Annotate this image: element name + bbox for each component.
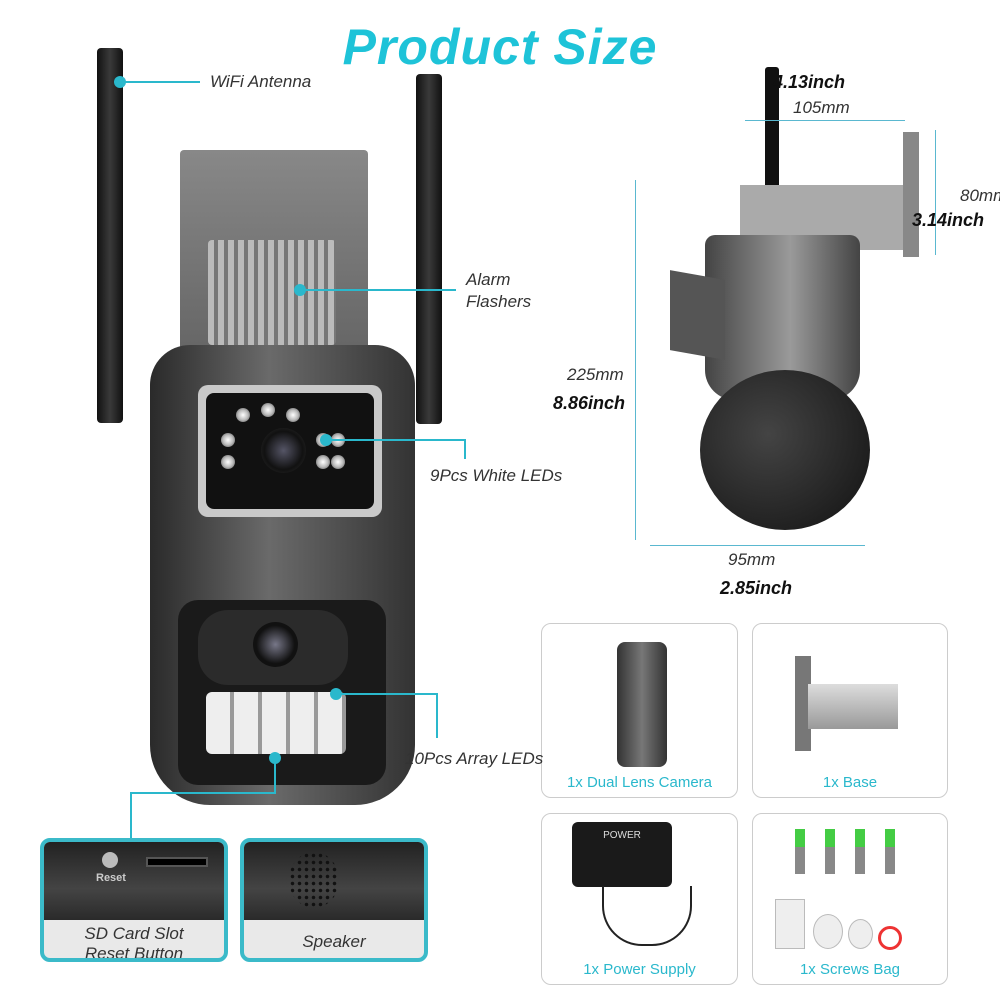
reset-text: Reset	[96, 872, 126, 884]
dim-height-inch: 8.86inch	[553, 393, 626, 413]
power-adapter-label: POWER	[572, 822, 672, 887]
callout-wifi-antenna: WiFi Antenna	[210, 72, 312, 91]
callout-alarm-line1: Alarm	[466, 270, 511, 289]
dim-mount-inch: 3.14inch	[912, 210, 985, 230]
array-leds	[206, 692, 346, 754]
accessory-power-supply: POWER 1x Power Supply	[541, 813, 738, 985]
dim-width-inch: 4.13inch	[773, 72, 846, 92]
antenna-right	[416, 74, 442, 424]
antenna-left	[97, 48, 123, 423]
speaker-feature: Speaker	[240, 838, 428, 962]
upper-lens-module	[198, 385, 382, 517]
dim-depth-mm: 95mm	[728, 550, 776, 569]
accessory-label: 1x Dual Lens Camera	[566, 774, 713, 791]
accessory-label: 1x Base	[822, 774, 878, 791]
alarm-flasher	[208, 240, 336, 345]
callout-array-leds: 10Pcs Array LEDs	[405, 749, 544, 768]
accessory-label: 1x Screws Bag	[799, 961, 901, 978]
accessory-label: 1x Power Supply	[583, 961, 696, 978]
lower-lens-module	[178, 600, 386, 785]
feature-label-speaker: Speaker	[302, 932, 366, 951]
lens	[261, 428, 306, 473]
dim-depth-inch: 2.85inch	[720, 578, 793, 598]
accessory-base: 1x Base	[752, 623, 948, 798]
feature-label-reset: Reset Button	[84, 944, 184, 962]
sd-slot-icon	[146, 857, 208, 867]
dim-mount-mm: 80mm	[960, 186, 1000, 205]
dim-height-mm: 225mm	[567, 365, 624, 384]
accessory-screws-bag: 1x Screws Bag	[752, 813, 948, 985]
speaker-grille-icon	[289, 852, 339, 908]
page-title: Product Size	[342, 19, 658, 75]
accessory-camera: 1x Dual Lens Camera	[541, 623, 738, 798]
reset-button-icon	[102, 852, 118, 868]
feature-label-sd: SD Card Slot	[84, 924, 184, 943]
dim-width-mm: 105mm	[793, 98, 850, 117]
lens	[253, 622, 298, 667]
camera-main-illustration	[0, 0, 540, 830]
camera-side-illustration	[640, 60, 920, 540]
callout-alarm-line2: Flashers	[466, 292, 532, 311]
callout-white-leds: 9Pcs White LEDs	[430, 466, 563, 485]
